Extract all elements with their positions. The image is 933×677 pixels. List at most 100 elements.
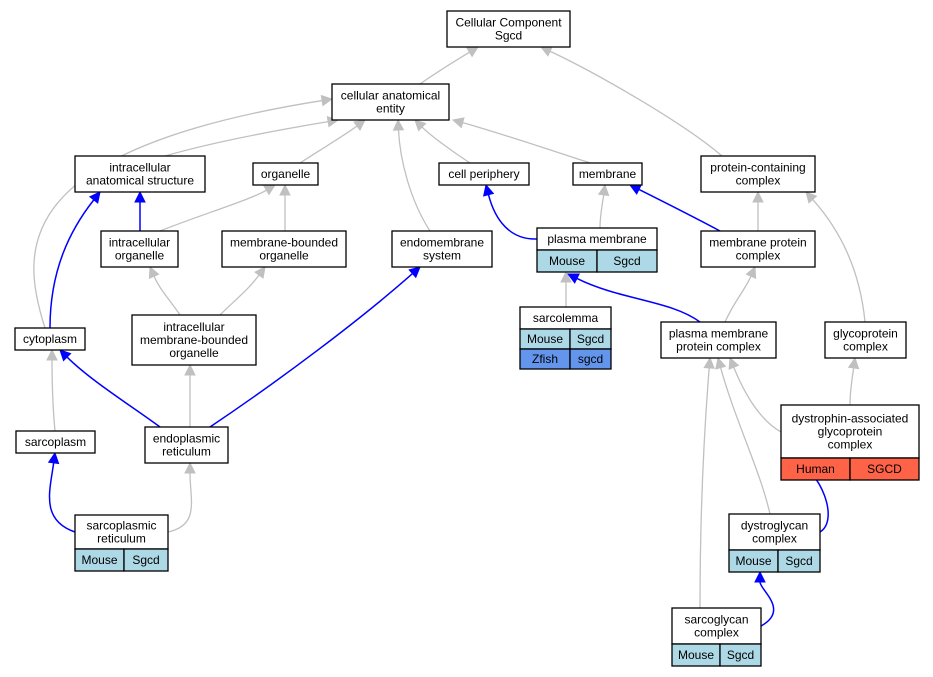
node-label-line: complex [736, 174, 781, 188]
edge-arrowhead [715, 356, 727, 370]
edge-pm-to-membrane [597, 183, 610, 229]
annotation-cell-zfish [569, 348, 612, 370]
species-label: Human [796, 462, 835, 476]
node-label-line: organelle [261, 167, 311, 181]
gene-symbol: SGCD [867, 462, 902, 476]
node-organelle[interactable]: organelle [252, 162, 319, 186]
node-label-line: dystroglycan [741, 519, 808, 533]
species-label: Mouse [527, 332, 563, 346]
node-label-line: membrane protein [709, 236, 806, 250]
node-cytoplasm[interactable]: cytoplasm [14, 327, 86, 351]
node-label-line: complex [736, 249, 781, 263]
gene-symbol: Sgcd [613, 254, 640, 268]
edge-sgc-to-dgc [754, 570, 775, 627]
node-label-line: complex [828, 438, 873, 452]
node-label-line: plasma membrane [669, 327, 769, 341]
node-membrane[interactable]: membrane [572, 162, 643, 186]
node-label-line: sarcoplasm [25, 435, 86, 449]
node-box [438, 162, 530, 186]
node-box [780, 404, 920, 459]
edge-arrowhead [728, 356, 740, 370]
node-box [700, 230, 816, 268]
edge-arrowhead [847, 356, 860, 370]
node-box [671, 607, 762, 645]
edge-arrowhead [597, 183, 610, 197]
node-label-line: endomembrane [400, 236, 484, 250]
node-box [144, 426, 229, 464]
edge-line [599, 194, 605, 229]
edge-endomem-to-cae [392, 118, 431, 232]
node-label-line: organelle [115, 249, 165, 263]
edge-arrowhead [414, 119, 427, 132]
edge-line [153, 275, 181, 316]
edge-cytoplasm-to-cae [33, 94, 334, 329]
edge-sr-to-sarcoplasm [47, 451, 76, 533]
edge-line [720, 367, 771, 515]
edge-membrane-to-cae [451, 117, 591, 164]
edge-intorg-to-ias [134, 190, 146, 231]
node-cellperiph[interactable]: cell periphery [438, 162, 530, 186]
edge-arrowhead [451, 117, 465, 129]
species-label: Mouse [678, 648, 714, 662]
node-label-line: cytoplasm [23, 332, 77, 346]
edge-pmpc-to-pm [567, 273, 701, 323]
gene-symbol: Sgcd [785, 554, 812, 568]
edge-arrowhead [754, 570, 766, 583]
node-label-line: cellular anatomical [341, 89, 440, 103]
node-label-line: reticulum [97, 532, 146, 546]
species-label: Mouse [735, 554, 771, 568]
edge-line [576, 277, 701, 323]
edge-cellperiph-to-cae [414, 119, 471, 164]
edge-line [33, 99, 323, 329]
node-sarcoplasm[interactable]: sarcoplasm [15, 430, 96, 454]
edge-pmpc-to-mpc [724, 265, 757, 323]
node-label-line: Sgcd [495, 29, 522, 43]
edge-line [421, 126, 471, 164]
node-label-line: endoplasmic [153, 432, 220, 446]
edge-line [462, 122, 591, 164]
annotation-cell-mouse [719, 643, 762, 667]
annotation-cell-mouse [596, 249, 658, 273]
node-label-line: protein complex [676, 340, 761, 354]
edge-er-to-imbo [184, 363, 196, 428]
node-dagc[interactable]: dystrophin-associatedglycoproteincomplex… [780, 404, 920, 481]
edge-imbo-to-intorg [148, 265, 181, 316]
edge-arrowhead [46, 348, 58, 361]
gene-symbol: Sgcd [132, 553, 159, 567]
edge-arrowhead [805, 191, 818, 204]
edge-line [397, 129, 431, 232]
node-box [728, 513, 821, 551]
edge-line [219, 274, 260, 316]
node-label-line: sarcolemma [533, 311, 599, 325]
node-box [221, 230, 347, 268]
node-label-line: plasma membrane [547, 232, 647, 246]
node-box [824, 321, 907, 359]
edge-line [51, 359, 56, 432]
node-label-line: anatomical structure [86, 174, 194, 188]
edge-arrowhead [148, 265, 160, 279]
edge-arrowhead [392, 118, 405, 131]
node-box [14, 327, 86, 351]
edge-line [812, 199, 866, 323]
node-label-line: entity [376, 102, 405, 116]
edge-line [549, 50, 723, 157]
edge-arrowhead [466, 46, 479, 58]
